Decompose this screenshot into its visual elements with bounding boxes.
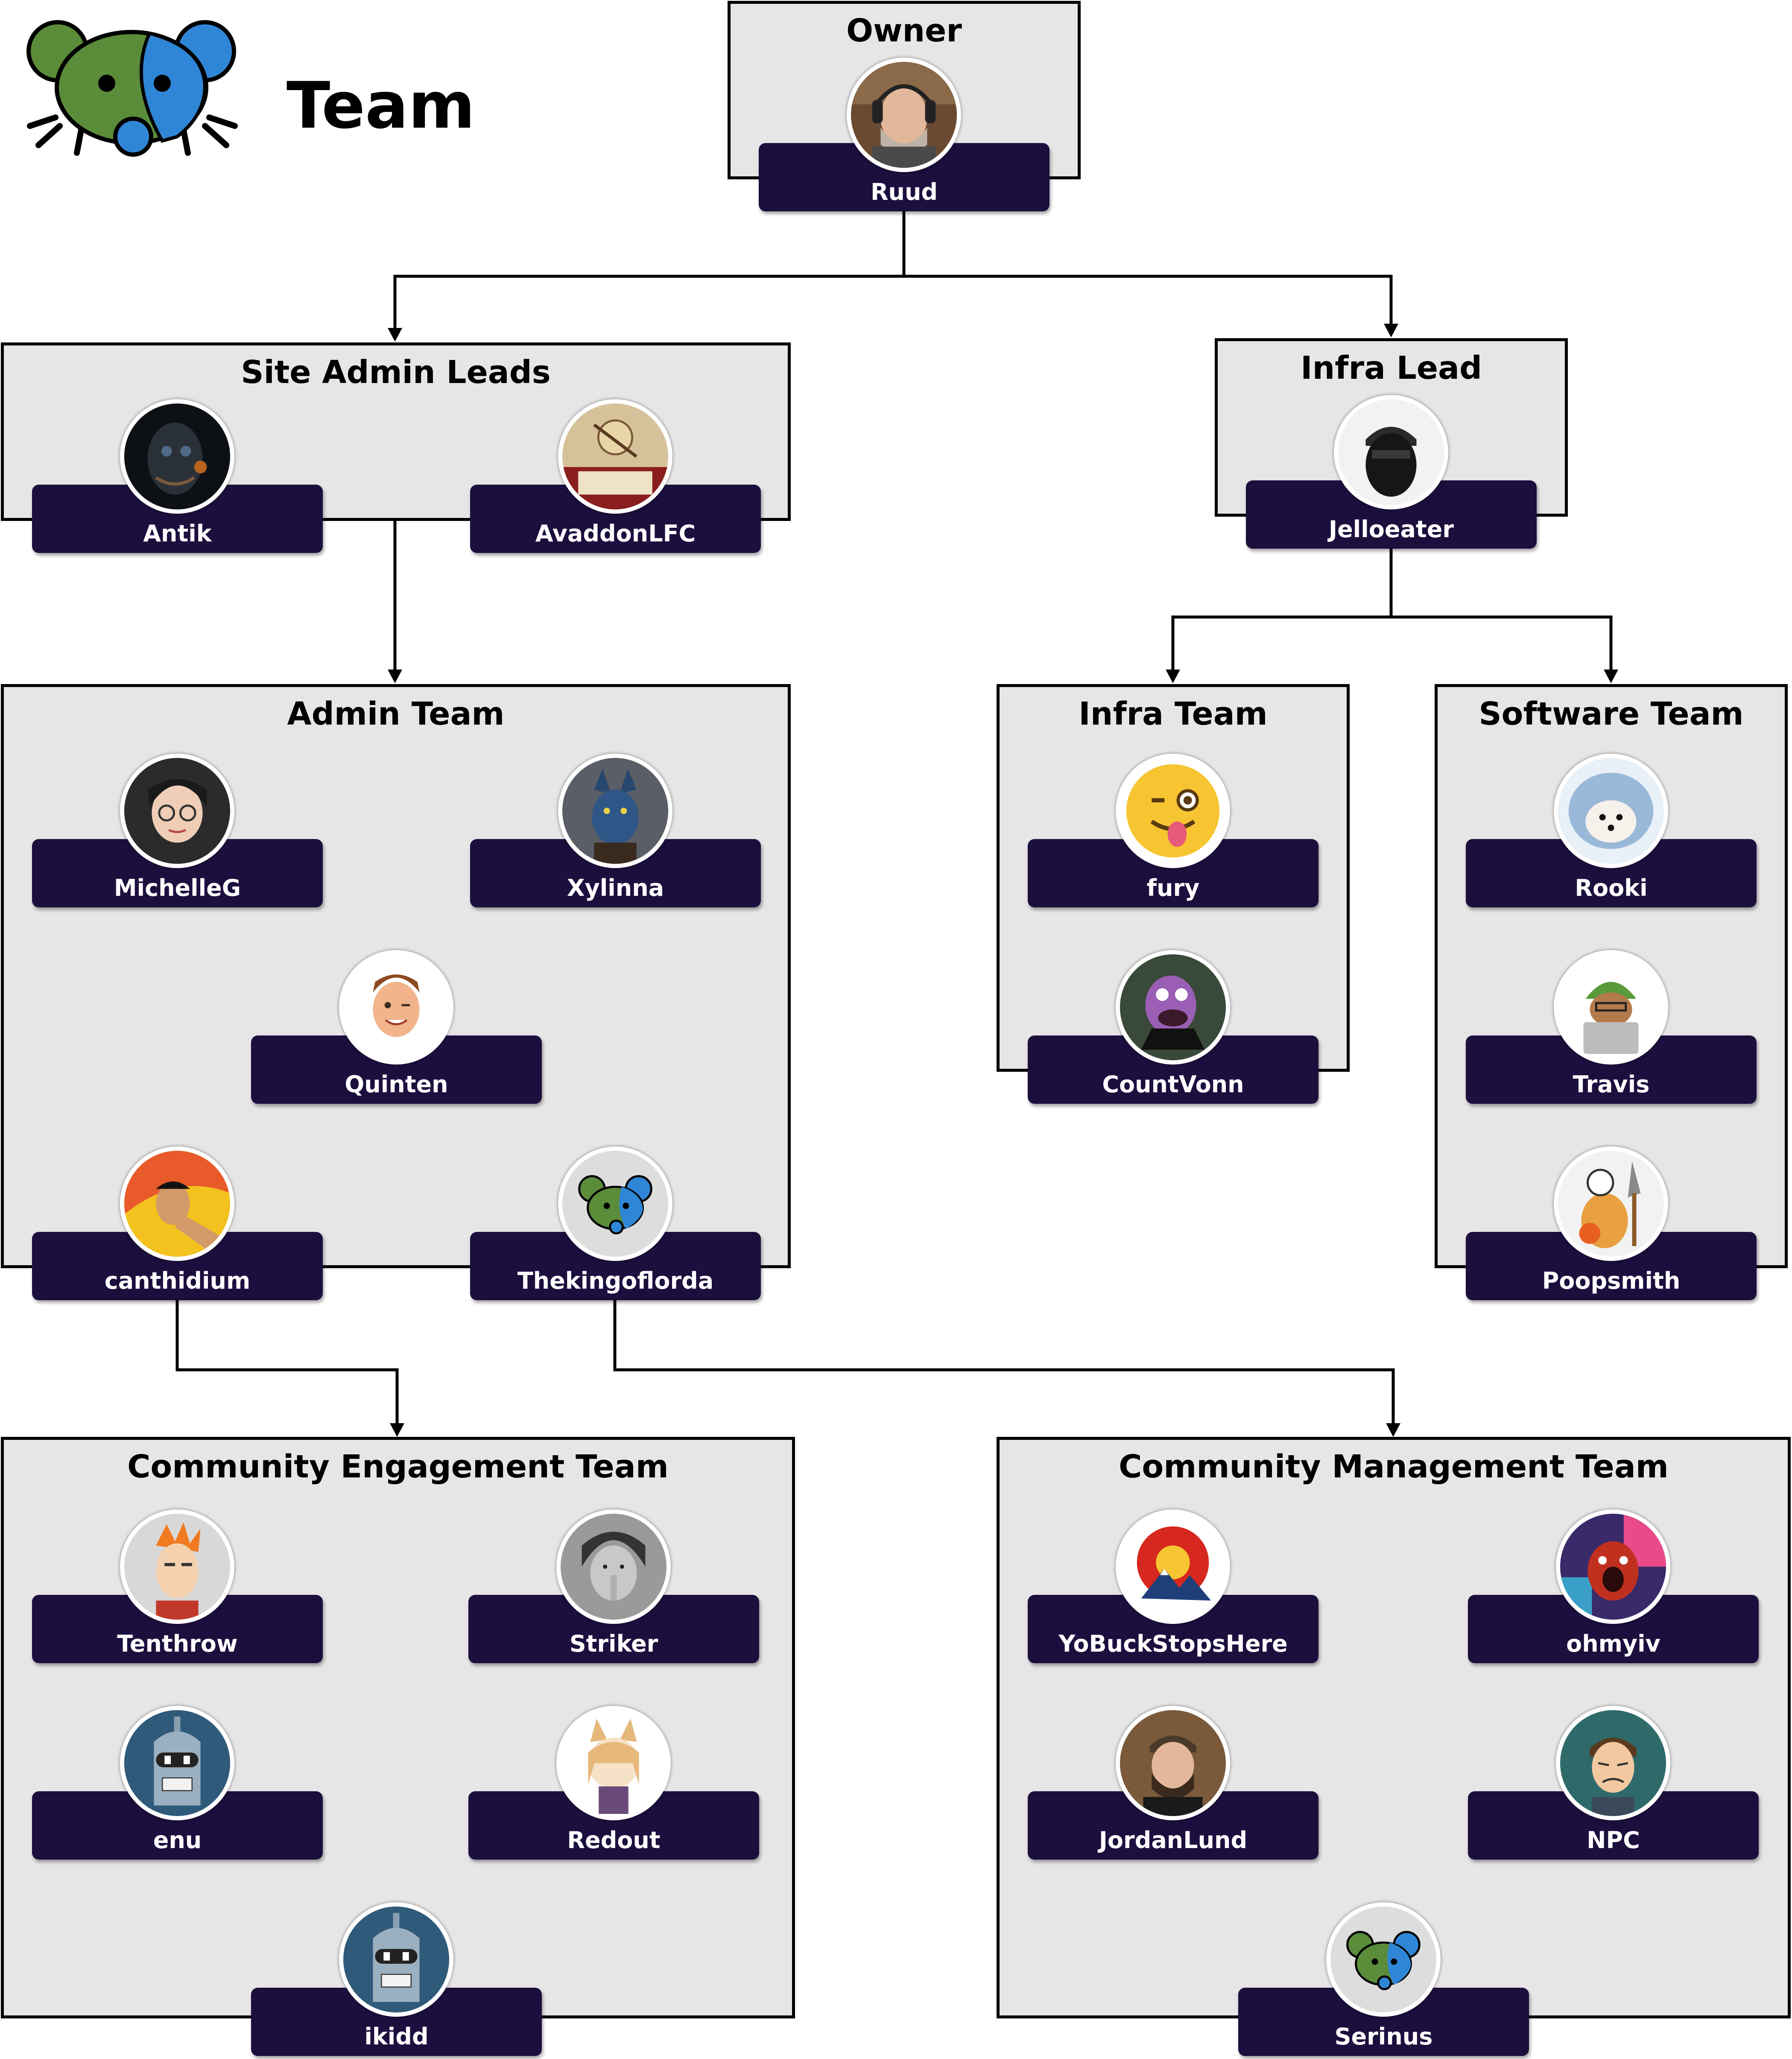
group-title: Admin Team: [287, 696, 505, 732]
shushing-anime-boy-avatar: [556, 1509, 671, 1624]
member-name: Rooki: [1575, 874, 1648, 901]
member-card[interactable]: CountVonn: [1028, 950, 1318, 1104]
two-tone-mouse-head-icon: [26, 20, 238, 157]
member-name: NPC: [1587, 1827, 1640, 1854]
connector-owner-to-site-admin-leads: [393, 209, 906, 329]
purple-count-puppet-avatar: [1116, 950, 1230, 1065]
member-card[interactable]: canthidium: [32, 1146, 323, 1300]
member-name: Ruud: [870, 178, 938, 205]
member-card[interactable]: Redout: [468, 1706, 759, 1860]
member-name: MichelleG: [114, 874, 241, 901]
screaming-red-figure-avatar: [1556, 1509, 1670, 1624]
cartoon-shovel-character-avatar: [1554, 1146, 1668, 1261]
member-name: ikidd: [364, 2023, 429, 2050]
two-tone-mouse-avatar: [558, 1146, 672, 1261]
connector-thekingoflorda-to-community-management: [613, 1300, 1395, 1424]
member-card[interactable]: AvaddonLFC: [470, 399, 761, 553]
martial-artist-avatar: [120, 1146, 234, 1261]
member-name: Tenthrow: [117, 1630, 238, 1657]
member-card[interactable]: JordanLund: [1028, 1706, 1318, 1860]
member-card[interactable]: NPC: [1468, 1706, 1759, 1860]
connector-owner-to-infra-lead: [904, 275, 1393, 325]
header: Team: [21, 17, 515, 158]
group-title: Community Engagement Team: [127, 1448, 669, 1485]
member-name: CountVonn: [1102, 1071, 1244, 1098]
group-title: Infra Team: [1079, 696, 1268, 732]
group-title: Community Management Team: [1119, 1448, 1669, 1485]
connector-infra-lead-to-infra-team: [1171, 547, 1393, 670]
member-name: ohmyiv: [1566, 1630, 1660, 1657]
bearded-man-cap-avatar: [1116, 1706, 1230, 1820]
member-card[interactable]: Ruud: [759, 58, 1049, 211]
hedgehog-avatar: [1554, 754, 1668, 868]
arrowhead-site-admin-leads: [388, 328, 402, 342]
member-name: Serinus: [1334, 2023, 1433, 2050]
arrowhead-infra-team: [1166, 670, 1180, 683]
member-name: Antik: [143, 520, 212, 547]
member-card[interactable]: Poopsmith: [1466, 1146, 1757, 1300]
two-tone-mouse-avatar: [1326, 1902, 1441, 2017]
member-card[interactable]: Thekingoflorda: [470, 1146, 761, 1300]
member-card[interactable]: Xylinna: [470, 754, 761, 907]
cartoon-woman-glasses-avatar: [120, 754, 234, 868]
robot-head-avatar: [120, 1706, 234, 1820]
member-card[interactable]: Striker: [468, 1509, 759, 1663]
member-card[interactable]: Serinus: [1238, 1902, 1529, 2056]
member-name: canthidium: [104, 1267, 251, 1294]
bearded-man-headphones-avatar: [847, 58, 961, 172]
member-name: Striker: [569, 1630, 658, 1657]
member-card[interactable]: enu: [32, 1706, 323, 1860]
member-card[interactable]: ohmyiv: [1468, 1509, 1759, 1663]
member-name: YoBuckStopsHere: [1058, 1630, 1288, 1657]
robot-head-avatar: [339, 1902, 453, 2017]
arrowhead-admin-team: [388, 670, 402, 683]
connector-infra-lead-to-software-team: [1391, 615, 1613, 670]
page-title: Team: [286, 61, 515, 150]
arrowhead-software-team: [1604, 670, 1618, 683]
member-card[interactable]: MichelleG: [32, 754, 323, 907]
blue-wolf-avatar: [558, 754, 672, 868]
arrowhead-community-management: [1386, 1423, 1400, 1437]
anime-cat-girl-avatar: [556, 1706, 671, 1820]
member-name: Thekingoflorda: [517, 1267, 714, 1294]
acme-vintage-illustration-avatar: [558, 399, 672, 514]
member-card[interactable]: fury: [1028, 754, 1318, 907]
member-name: enu: [153, 1827, 202, 1854]
connector-canthidium-to-community-engagement: [175, 1300, 399, 1424]
member-name: AvaddonLFC: [535, 520, 696, 547]
group-title: Infra Lead: [1301, 350, 1482, 386]
member-name: Xylinna: [567, 874, 664, 901]
member-card[interactable]: Antik: [32, 399, 323, 553]
dark-robot-face-avatar: [120, 399, 234, 514]
member-card[interactable]: Quinten: [251, 950, 542, 1104]
member-name: Redout: [567, 1827, 661, 1854]
group-title: Owner: [846, 12, 962, 49]
member-name: Poopsmith: [1542, 1267, 1681, 1294]
winking-cartoon-man-avatar: [339, 950, 453, 1065]
member-name: Jelloeater: [1329, 516, 1454, 543]
masked-person-cap-avatar: [1334, 395, 1448, 509]
member-name: Travis: [1573, 1071, 1650, 1098]
member-card[interactable]: Jelloeater: [1246, 395, 1537, 549]
helmet-laptop-avatar: [1554, 950, 1668, 1065]
group-title: Site Admin Leads: [241, 354, 551, 391]
member-card[interactable]: YoBuckStopsHere: [1028, 1509, 1318, 1663]
arrowhead-infra-lead: [1384, 324, 1398, 337]
stressed-cartoon-man-avatar: [1556, 1706, 1670, 1820]
member-card[interactable]: ikidd: [251, 1902, 542, 2056]
squinting-cartoon-man-avatar: [120, 1509, 234, 1624]
winking-tongue-emoji-avatar: [1116, 754, 1230, 868]
member-name: JordanLund: [1099, 1827, 1248, 1854]
colorado-flag-avatar: [1116, 1509, 1230, 1624]
arrowhead-community-engagement: [390, 1423, 404, 1437]
group-title: Software Team: [1479, 696, 1744, 732]
member-card[interactable]: Rooki: [1466, 754, 1757, 907]
member-name: fury: [1146, 874, 1200, 901]
member-card[interactable]: Tenthrow: [32, 1509, 323, 1663]
member-name: Quinten: [345, 1071, 448, 1098]
member-card[interactable]: Travis: [1466, 950, 1757, 1104]
